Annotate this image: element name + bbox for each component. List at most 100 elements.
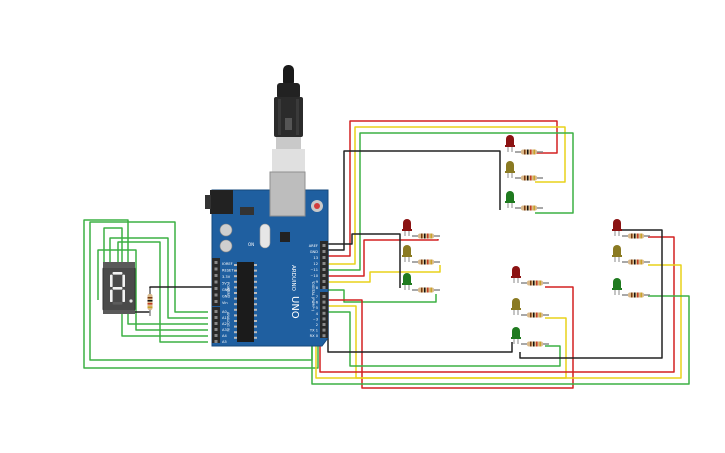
green-led[interactable] (612, 278, 622, 295)
board-model: UNO (289, 296, 300, 319)
green-led[interactable] (505, 191, 515, 208)
wire-tl1-red[interactable] (328, 120, 558, 257)
seven-segment-display[interactable] (102, 262, 136, 314)
resistor[interactable] (411, 286, 441, 294)
digital-label: DIGITAL (PWM~) (311, 282, 315, 312)
usb-chip (280, 232, 290, 242)
yellow-led[interactable] (402, 245, 412, 262)
wire-seg-c[interactable] (83, 219, 319, 369)
traffic-light-4[interactable] (612, 219, 651, 299)
wire-tl3-red[interactable] (328, 286, 574, 389)
yellow-led[interactable] (511, 298, 521, 315)
segment-c (122, 289, 125, 302)
red-led[interactable] (402, 219, 412, 236)
yellow-led[interactable] (612, 245, 622, 262)
pin-label: GND (222, 288, 230, 292)
pin-label: 8 (316, 286, 319, 290)
wire-tl4-green[interactable] (311, 295, 690, 385)
wire-tl2-green[interactable] (328, 289, 437, 303)
traffic-light-1[interactable] (505, 135, 544, 212)
wire-seg-e[interactable] (103, 227, 208, 337)
pin-label: AREF (309, 244, 318, 248)
traffic-lights (402, 135, 651, 348)
red-led[interactable] (505, 135, 515, 152)
resistor[interactable] (520, 279, 550, 287)
wire-tl2-yellow[interactable] (328, 265, 441, 283)
capacitor-1 (219, 239, 233, 253)
segment-b (122, 274, 125, 287)
segment-a (112, 272, 123, 275)
wire-tl1-yellow[interactable] (328, 126, 566, 265)
wire-seg-f[interactable] (117, 241, 208, 343)
wire-tl4-gnd[interactable] (519, 229, 663, 359)
pin-label: GND (222, 295, 230, 299)
pin-label: RESET (222, 269, 234, 273)
pin-label: RX 0 (310, 334, 319, 338)
crystal (259, 223, 271, 249)
wire-tl2-gnd[interactable] (328, 233, 401, 288)
resistor[interactable] (514, 204, 544, 212)
wire-tl2-red[interactable] (328, 239, 439, 277)
resistor[interactable] (520, 340, 550, 348)
resistor[interactable] (621, 291, 651, 299)
power-jack[interactable] (210, 190, 233, 214)
pin-label: A0 (222, 310, 227, 314)
pin-label: ~10 (310, 274, 318, 278)
red-led[interactable] (511, 266, 521, 283)
resistor[interactable] (411, 258, 441, 266)
pin-label: Vin (222, 301, 228, 305)
on-label: ON (248, 242, 254, 247)
pin-label: 5V (222, 282, 227, 286)
resistor[interactable] (411, 232, 441, 240)
usb-cable (272, 65, 305, 175)
traffic-light-2[interactable] (402, 219, 441, 294)
wire-tl1-gnd[interactable] (328, 150, 501, 251)
pin-label: A4 (222, 334, 227, 338)
digital-header-bottom[interactable] (320, 292, 328, 338)
decimal-point (129, 299, 133, 303)
pin-label: A2 (222, 322, 227, 326)
resistor[interactable] (520, 311, 550, 319)
resistor[interactable] (621, 258, 651, 266)
pin-label: 7 (316, 295, 318, 299)
yellow-led[interactable] (505, 161, 515, 178)
red-led[interactable] (612, 219, 622, 236)
wires (83, 120, 690, 389)
segment-f (110, 274, 113, 287)
digit-segments (110, 272, 125, 305)
usb-port[interactable] (269, 171, 306, 217)
green-led[interactable] (511, 327, 521, 344)
traffic-light-3[interactable] (511, 266, 550, 348)
green-led[interactable] (402, 273, 412, 290)
resistor[interactable] (621, 232, 651, 240)
pin-label: ~5 (313, 306, 318, 310)
segment-e (110, 289, 113, 302)
pin-label: ~11 (310, 268, 318, 272)
power-label: POWER (226, 282, 230, 296)
analog-label: ANALOG IN (226, 312, 230, 332)
atmega-chip (237, 262, 254, 342)
capacitor-2 (219, 223, 233, 237)
pin-label: ~6 (313, 301, 319, 305)
pin-label: 13 (313, 256, 318, 260)
wire-tl1-green[interactable] (328, 132, 574, 271)
board-logo: ARDUINO (290, 265, 296, 292)
segment-d (112, 302, 123, 305)
pin-label: ~9 (313, 280, 319, 284)
wire-seg-b[interactable] (109, 237, 208, 319)
pin-label: IOREF (222, 262, 233, 266)
segment-g (112, 287, 123, 290)
resistor[interactable] (514, 174, 544, 182)
wire-tl3-green[interactable] (328, 311, 561, 367)
pin-label: 4 (316, 312, 319, 316)
pin-label: 2 (316, 323, 318, 327)
pin-label: 12 (313, 262, 318, 266)
pin-label: A5 (222, 340, 227, 344)
pin-label: ~3 (313, 317, 318, 321)
pin-label: GND (310, 250, 318, 254)
